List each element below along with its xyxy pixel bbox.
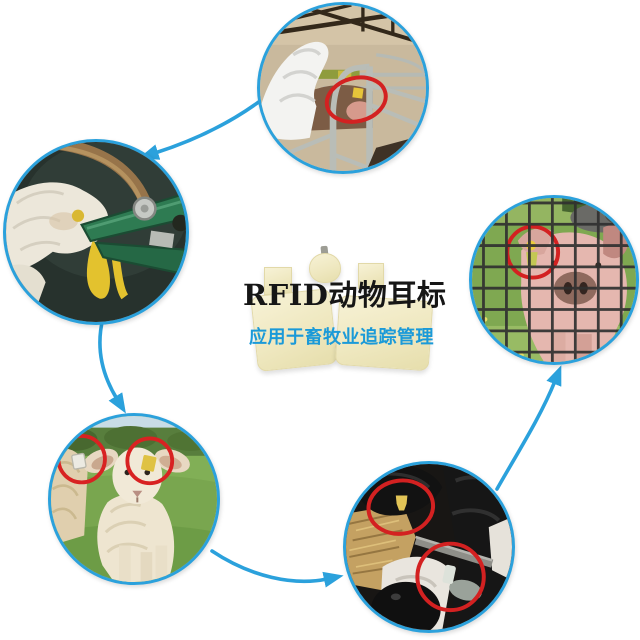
- red-highlight-circle-right: [125, 436, 175, 486]
- ear-tag-cap-left-icon: [264, 267, 292, 295]
- yellow-ear-tag: [141, 454, 157, 472]
- arrow-top-to-left: [138, 93, 270, 160]
- photo-pig-barn-tagging: [257, 2, 429, 174]
- pig-barn-scene: [260, 5, 426, 171]
- subtitle: 应用于畜牧业追踪管理: [249, 327, 434, 348]
- wire-mesh: [472, 198, 636, 362]
- red-highlight-ellipse: [324, 75, 388, 124]
- green-plier: [80, 192, 186, 276]
- photo-ear-tag-applicator: [3, 139, 189, 325]
- photo-pig-behind-fence: [469, 195, 639, 365]
- arrow-left-to-bottomleft: [98, 316, 126, 414]
- ear-tag-flag: [526, 252, 538, 267]
- pig-fence-scene: [472, 198, 636, 362]
- red-highlight-ellipse-upper: [366, 478, 436, 536]
- ear-tag-stud-icon: [309, 253, 341, 283]
- yellow-ear-tag: [395, 495, 408, 511]
- ear-tag-highlighted: [352, 87, 364, 99]
- arrow-bottomleft-to-bottomright: [210, 549, 344, 588]
- photo-lamb-ear-tags: [48, 413, 220, 585]
- cattle-scene: [346, 464, 512, 630]
- white-ear-tag: [442, 564, 456, 585]
- ear-tag-cap-right-icon: [358, 263, 384, 289]
- applicator-scene: [6, 142, 186, 322]
- main-title: RFID动物耳标: [243, 278, 447, 312]
- photo-dairy-cattle-ear-tags: [343, 461, 515, 633]
- lamb-scene: [51, 416, 217, 582]
- white-ear-tag: [71, 452, 87, 470]
- arrow-bottomright-to-right: [495, 365, 562, 491]
- red-highlight-circle-lower: [415, 541, 486, 613]
